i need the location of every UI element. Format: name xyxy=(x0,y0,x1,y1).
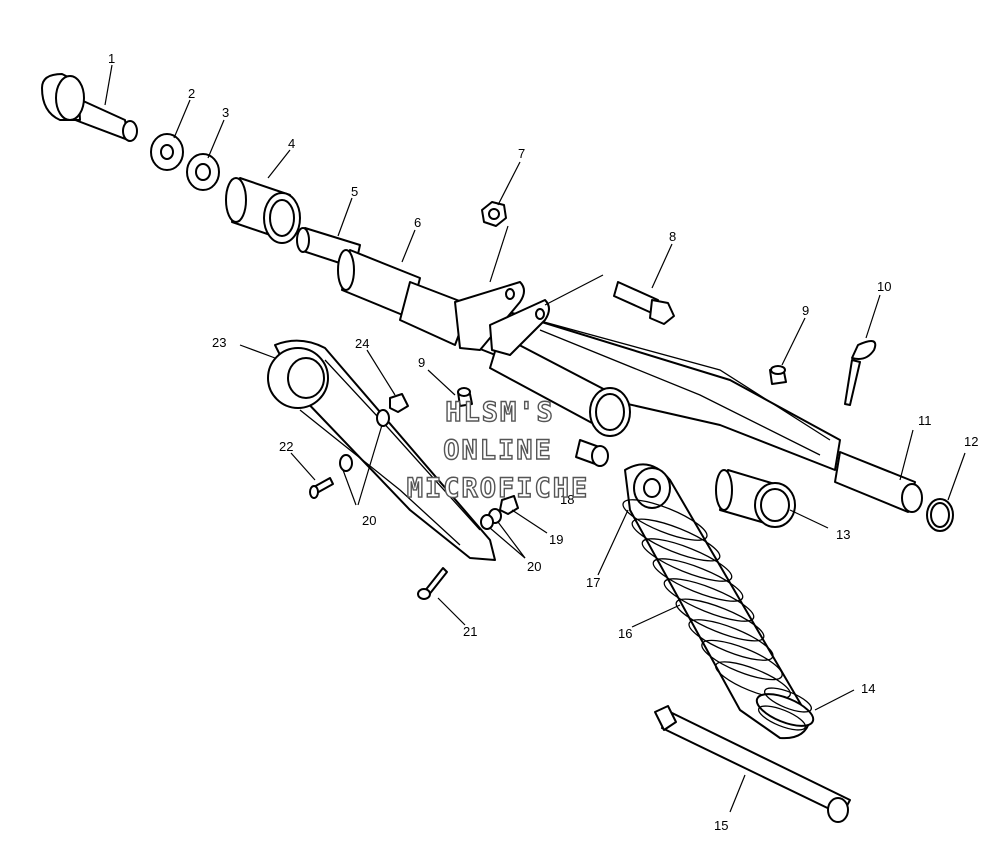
callout-16: 16 xyxy=(618,626,632,641)
callout-7: 7 xyxy=(518,146,525,161)
part-22-screw xyxy=(309,477,334,499)
part-18-sleeve xyxy=(575,439,609,467)
callout-2: 2 xyxy=(188,86,195,101)
callout-12: 12 xyxy=(964,434,978,449)
part-24-nut xyxy=(389,393,409,413)
callout-9-upper: 9 xyxy=(802,303,809,318)
part-10-cable-tie xyxy=(844,340,877,406)
part-8-bolt xyxy=(613,281,675,325)
callout-14: 14 xyxy=(861,681,875,696)
callout-9-lower: 9 xyxy=(418,355,425,370)
callout-8: 8 xyxy=(669,229,676,244)
callout-20-left: 20 xyxy=(362,513,376,528)
part-21-screw xyxy=(417,567,448,600)
callout-3: 3 xyxy=(222,105,229,120)
part-15-long-bolt xyxy=(654,705,851,823)
part-20-washer-b xyxy=(339,454,353,472)
part-3-washer xyxy=(186,153,220,191)
spring-coils xyxy=(622,499,791,699)
swing-arm-assembly xyxy=(296,227,923,513)
callout-15: 15 xyxy=(714,818,728,833)
watermark: HLSM'S ONLINE MICROFICHE xyxy=(406,396,590,504)
part-1-bolt xyxy=(41,73,138,142)
callout-18: 18 xyxy=(560,492,574,507)
callout-5: 5 xyxy=(351,184,358,199)
callout-4: 4 xyxy=(288,136,295,151)
part-20-washer-c xyxy=(480,508,502,530)
callout-23: 23 xyxy=(212,335,226,350)
callout-10: 10 xyxy=(877,279,891,294)
callout-6: 6 xyxy=(414,215,421,230)
callout-17: 17 xyxy=(586,575,600,590)
callout-22: 22 xyxy=(279,439,293,454)
part-12-snap-ring xyxy=(926,498,954,532)
part-20-washer-a xyxy=(376,409,390,427)
callout-13: 13 xyxy=(836,527,850,542)
callout-1: 1 xyxy=(108,51,115,66)
callout-20-right: 20 xyxy=(527,559,541,574)
callout-numbers: 1 2 3 4 5 6 7 8 9 10 11 12 13 14 15 16 1… xyxy=(108,51,978,833)
part-9-grease-fitting xyxy=(769,365,787,385)
watermark-line-1: HLSM'S xyxy=(445,397,555,428)
callout-19: 19 xyxy=(549,532,563,547)
part-2-washer xyxy=(150,133,184,171)
leader-lines xyxy=(104,64,966,813)
watermark-line-3: MICROFICHE xyxy=(407,473,590,504)
part-14-adjuster xyxy=(755,687,815,731)
part-13-bushing xyxy=(715,469,796,528)
watermark-line-2: ONLINE xyxy=(443,435,553,466)
part-9-grease-fitting-2 xyxy=(457,387,473,407)
part-7-nut xyxy=(481,201,507,227)
part-4-bushing xyxy=(225,177,301,244)
callout-24: 24 xyxy=(355,336,369,351)
callout-21: 21 xyxy=(463,624,477,639)
part-23-bracket xyxy=(267,339,496,561)
part-16-shock-absorber xyxy=(622,463,815,740)
callout-11: 11 xyxy=(918,413,932,428)
